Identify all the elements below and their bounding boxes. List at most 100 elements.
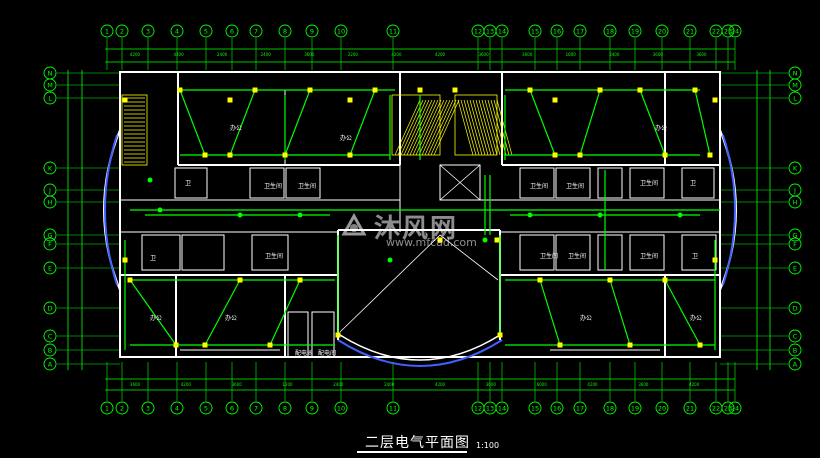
grid-bubble-label: 9 [310, 405, 314, 413]
junction-box [527, 212, 533, 218]
light-fixture [527, 87, 533, 93]
grid-bubble [305, 401, 319, 415]
grid-bubble-label: N [48, 70, 53, 78]
grid-bubble-label: 2 [120, 28, 124, 36]
grid-bubble-label: 7 [254, 28, 258, 36]
grid-bubble [386, 24, 400, 38]
grid-bubble-label: 15 [531, 405, 539, 413]
svg-text:卫生间: 卫生间 [640, 252, 658, 260]
grid-bubble-label: E [793, 265, 797, 273]
dimension-label: 4200 [130, 52, 141, 57]
svg-text:办公: 办公 [340, 134, 352, 142]
grid-bubble-label: D [47, 305, 52, 313]
light-fixture [712, 257, 718, 263]
dimension-label: 2400 [217, 52, 228, 57]
dimension-label: 3600 [638, 382, 649, 387]
light-fixture [335, 332, 341, 338]
title-underline [357, 451, 467, 453]
grid-bubble-label: B [48, 347, 52, 355]
grid-bubble [334, 24, 348, 38]
grid-bubble [788, 357, 802, 371]
grid-bubble-label: F [793, 241, 797, 249]
grid-bubble-label: 6 [230, 405, 234, 413]
grid-bubble-label: 15 [531, 28, 539, 36]
light-fixture [347, 152, 353, 158]
grid-bubble [788, 301, 802, 315]
svg-text:办公: 办公 [655, 124, 667, 132]
grid-bubble-label: 22 [712, 405, 720, 413]
light-fixture [662, 152, 668, 158]
light-fixture [552, 152, 558, 158]
junction-box [147, 177, 153, 183]
building-walls [103, 71, 737, 367]
dimension-label: 4200 [689, 382, 700, 387]
grid-bubble [278, 401, 292, 415]
grid-bubble [528, 401, 542, 415]
drawing-scale: 1:100 [476, 441, 500, 450]
svg-text:卫生间: 卫生间 [540, 252, 558, 260]
light-fixture [252, 87, 258, 93]
grid-bubble [628, 401, 642, 415]
svg-text:办公: 办公 [150, 314, 162, 322]
grid-bubble-label: 16 [553, 405, 561, 413]
grid-bubble-label: 3 [146, 405, 150, 413]
grid-bubble-label: 9 [310, 28, 314, 36]
grid-bubble [603, 401, 617, 415]
light-fixture [712, 97, 718, 103]
grid-bubble-label: 10 [337, 405, 345, 413]
grid-bubble-label: K [48, 165, 53, 173]
grid-bubble-label: 4 [175, 405, 179, 413]
junction-box [297, 212, 303, 218]
grid-bubble [728, 401, 742, 415]
grid-bubble-label: 20 [658, 28, 666, 36]
grid-bubble-label: G [47, 232, 52, 240]
grid-bubble [43, 329, 57, 343]
grid-bubble-label: H [793, 199, 798, 207]
grid-bubble-label: 18 [606, 28, 614, 36]
svg-text:卫生间: 卫生间 [298, 182, 316, 190]
svg-text:办公: 办公 [580, 314, 592, 322]
grid-bubble-label: C [48, 333, 53, 341]
svg-text:卫: 卫 [150, 255, 156, 262]
light-fixture [697, 342, 703, 348]
light-fixture [607, 277, 613, 283]
svg-text:卫生间: 卫生间 [530, 182, 548, 190]
grid-bubble-label: 7 [254, 405, 258, 413]
grid-bubble [788, 195, 802, 209]
junction-box [237, 212, 243, 218]
grid-bubble [170, 24, 184, 38]
junction-box [677, 212, 683, 218]
light-fixture [347, 97, 353, 103]
grid-bubble-label: 3 [146, 28, 150, 36]
light-fixture [267, 342, 273, 348]
light-fixture [637, 87, 643, 93]
dimension-label: 1800 [566, 52, 577, 57]
svg-text:卫生间: 卫生间 [566, 182, 584, 190]
grid-bubble [43, 228, 57, 242]
dimension-label: 6000 [537, 382, 548, 387]
grid-bubble-label: L [48, 95, 52, 103]
light-fixture [662, 277, 668, 283]
grid-bubble [788, 237, 802, 251]
grid-bubble [334, 401, 348, 415]
grid-bubble-label: A [793, 361, 798, 369]
grid-bubble-label: 19 [631, 28, 639, 36]
grid-bubble-label: 12 [474, 28, 482, 36]
grid-bubble [788, 161, 802, 175]
grid-bubble-label: B [793, 347, 797, 355]
grid-bubble [43, 261, 57, 275]
electrical-wiring [124, 89, 720, 350]
grid-bubble [788, 78, 802, 92]
dimension-label: 4200 [587, 382, 598, 387]
grid-bubble [249, 24, 263, 38]
svg-text:办公: 办公 [225, 314, 237, 322]
light-fixture [282, 152, 288, 158]
grid-bubble [115, 24, 129, 38]
grid-bubble-label: 11 [389, 405, 397, 413]
grid-bubble [603, 24, 617, 38]
light-fixture [202, 152, 208, 158]
lighting-fixtures [122, 87, 718, 348]
light-fixture [127, 277, 133, 283]
grid-bubble-label: 24 [731, 28, 739, 36]
